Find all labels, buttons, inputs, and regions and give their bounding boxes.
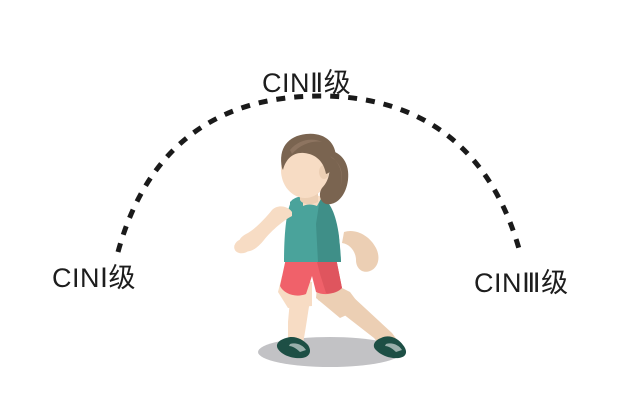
dashed-arc-path <box>115 93 524 257</box>
runner-front-arm <box>238 206 292 252</box>
runner-tank-top-shadow <box>316 198 341 262</box>
runner-back-arm <box>342 230 379 272</box>
runner-front-shoe <box>276 336 310 359</box>
runner-shorts-shadow <box>316 258 342 294</box>
runner-front-shoe-stripe <box>289 343 306 352</box>
stage-label-cin1: CINⅠ级 <box>52 263 136 293</box>
runner-hair-crown <box>281 133 336 174</box>
runner-hair-highlight <box>290 139 322 154</box>
stage-label-cin3: CINⅢ级 <box>474 268 569 298</box>
runner-ponytail <box>319 150 349 205</box>
runner-front-fist <box>234 238 252 254</box>
runner-back-shoe-stripe <box>385 343 402 352</box>
stage-label-cin2: CINⅡ级 <box>262 68 352 98</box>
